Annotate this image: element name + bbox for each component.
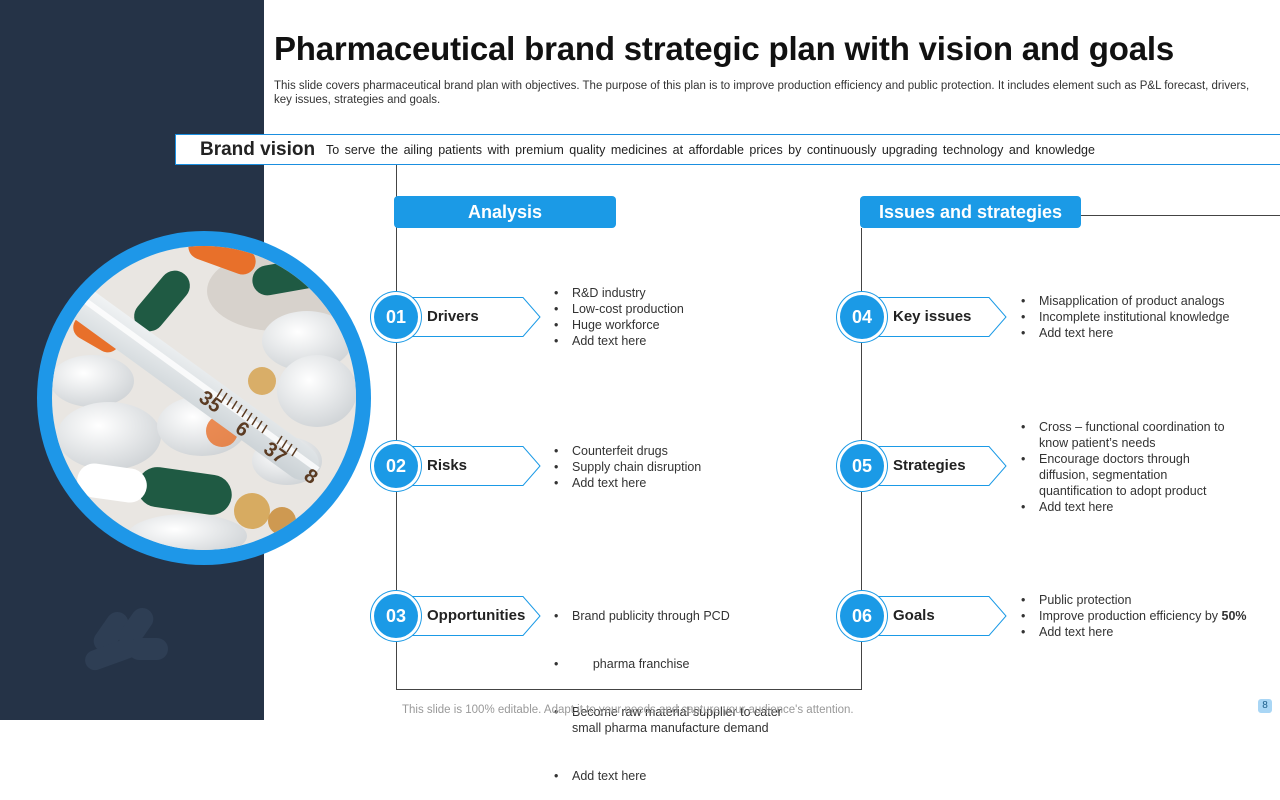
- item-label: Strategies: [893, 457, 966, 474]
- pills-photo: 35 6 37 8: [37, 231, 371, 565]
- goals-bullet-list: Public protection Improve production eff…: [1021, 592, 1271, 640]
- list-item: Low-cost production: [554, 301, 824, 317]
- item-risks-tag: Risks: [373, 446, 541, 486]
- list-item: Add text here: [1021, 624, 1271, 640]
- risks-bullet-list: Counterfeit drugs Supply chain disruptio…: [554, 443, 824, 491]
- analysis-connector-line: [396, 165, 397, 690]
- item-label: Risks: [427, 457, 468, 474]
- goal-efficiency-text: Improve production efficiency by: [1039, 609, 1219, 623]
- page-subtitle: This slide covers pharmaceutical brand p…: [274, 80, 1250, 106]
- list-item: Add text here: [554, 333, 824, 349]
- item-label: Goals: [893, 607, 935, 624]
- list-item: Huge workforce: [554, 317, 824, 333]
- strategies-bullet-list: Cross – functional coordination to know …: [1021, 419, 1243, 515]
- brand-vision-text: To serve the ailing patients with premiu…: [326, 143, 1095, 157]
- item-number-badge: 02: [374, 444, 418, 488]
- bottom-connector-line: [396, 689, 862, 690]
- list-item: Encourage doctors through diffusion, seg…: [1021, 451, 1243, 499]
- list-item: Public protection: [1021, 592, 1271, 608]
- list-item: Add text here: [1021, 499, 1243, 515]
- item-number-badge: 04: [840, 295, 884, 339]
- goal-efficiency-value: 50%: [1221, 609, 1247, 623]
- key-issues-bullet-list: Misapplication of product analogs Incomp…: [1021, 293, 1271, 341]
- analysis-header: Analysis: [394, 196, 616, 228]
- item-number-badge: 03: [374, 594, 418, 638]
- list-item: Misapplication of product analogs: [1021, 293, 1271, 309]
- page-title: Pharmaceutical brand strategic plan with…: [274, 30, 1174, 67]
- pills-watermark-icon: [85, 607, 168, 671]
- list-item: Cross – functional coordination to know …: [1021, 419, 1243, 451]
- item-strategies-tag: Strategies: [839, 446, 1007, 486]
- item-number-badge: 01: [374, 295, 418, 339]
- brand-vision-label: Brand vision: [200, 139, 316, 160]
- list-item: Supply chain disruption: [554, 459, 824, 475]
- item-label: Opportunities: [427, 607, 526, 624]
- issues-strategies-header: Issues and strategies: [860, 196, 1081, 228]
- list-item: Add text here: [554, 768, 804, 784]
- brand-vision-box: [175, 134, 1280, 165]
- item-opportunities-tag: Opportunities: [373, 596, 541, 636]
- list-item: Incomplete institutional knowledge: [1021, 309, 1271, 325]
- item-label: Drivers: [427, 308, 479, 325]
- page-number-badge: 8: [1258, 699, 1272, 713]
- item-number-badge: 05: [840, 444, 884, 488]
- issues-header-line: [1080, 215, 1280, 216]
- list-item: pharma franchise: [554, 656, 804, 672]
- item-drivers-tag: Drivers: [373, 297, 541, 337]
- item-key-issues-tag: Key issues: [839, 297, 1007, 337]
- item-label: Key issues: [893, 308, 972, 325]
- list-item: Improve production efficiency by 50%: [1021, 608, 1271, 624]
- drivers-bullet-list: R&D industry Low-cost production Huge wo…: [554, 285, 824, 349]
- footer-note: This slide is 100% editable. Adapt it to…: [402, 704, 854, 716]
- list-item: Brand publicity through PCD: [554, 608, 804, 624]
- list-item: R&D industry: [554, 285, 824, 301]
- list-item: Counterfeit drugs: [554, 443, 824, 459]
- list-item: Add text here: [554, 475, 824, 491]
- opportunities-bullet-list: Brand publicity through PCD pharma franc…: [554, 576, 804, 800]
- item-number-badge: 06: [840, 594, 884, 638]
- list-item: Add text here: [1021, 325, 1271, 341]
- item-goals-tag: Goals: [839, 596, 1007, 636]
